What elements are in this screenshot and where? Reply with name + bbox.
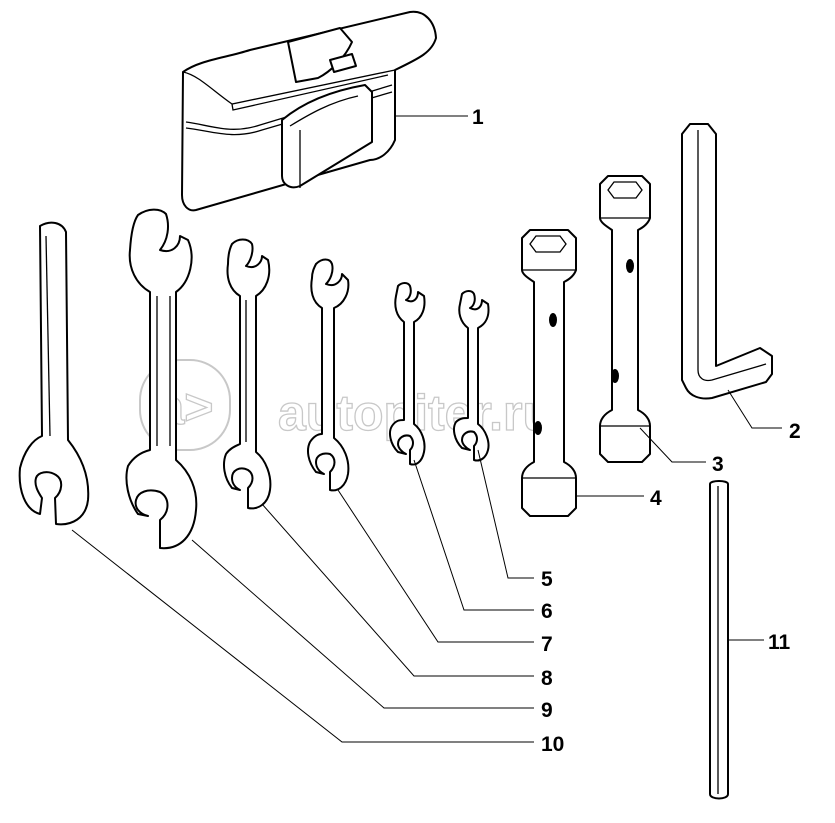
callout-7: 7 (541, 633, 553, 656)
leader-line-3 (639, 427, 706, 463)
callout-labels: 1 2 3 4 5 6 7 8 9 10 11 (472, 106, 801, 756)
open-end-wrench-large (223, 238, 272, 510)
leader-line-5 (477, 449, 534, 579)
open-end-wrench-small (389, 282, 426, 466)
callout-4: 4 (650, 487, 662, 510)
callout-1: 1 (472, 106, 484, 129)
leader-line-2 (727, 389, 782, 429)
open-end-wrench-largest (125, 208, 198, 550)
box-spanner-short (521, 229, 577, 517)
leader-line-8 (261, 503, 534, 677)
single-open-end-wrench (18, 221, 90, 526)
callout-6: 6 (541, 600, 553, 623)
hex-key (681, 123, 773, 400)
callout-10: 10 (541, 733, 564, 756)
watermark: a> autopiter.ru (139, 359, 554, 451)
callout-3: 3 (712, 453, 724, 476)
watermark-logo-icon (139, 359, 231, 451)
open-end-wrench-smallest (453, 290, 490, 462)
callout-11: 11 (768, 631, 791, 654)
open-end-wrench-medium (307, 258, 350, 492)
leader-line-7 (337, 489, 534, 643)
callout-5: 5 (541, 568, 553, 591)
box-spanner-long (599, 175, 651, 463)
callout-9: 9 (541, 699, 553, 722)
tommy-bar (709, 480, 729, 800)
leader-lines (71, 115, 782, 743)
leader-line-9 (191, 539, 534, 709)
callout-2: 2 (789, 420, 801, 443)
leader-line-6 (413, 459, 534, 611)
tool-bag (181, 10, 437, 212)
leader-line-10 (71, 529, 534, 743)
callout-8: 8 (541, 667, 553, 690)
